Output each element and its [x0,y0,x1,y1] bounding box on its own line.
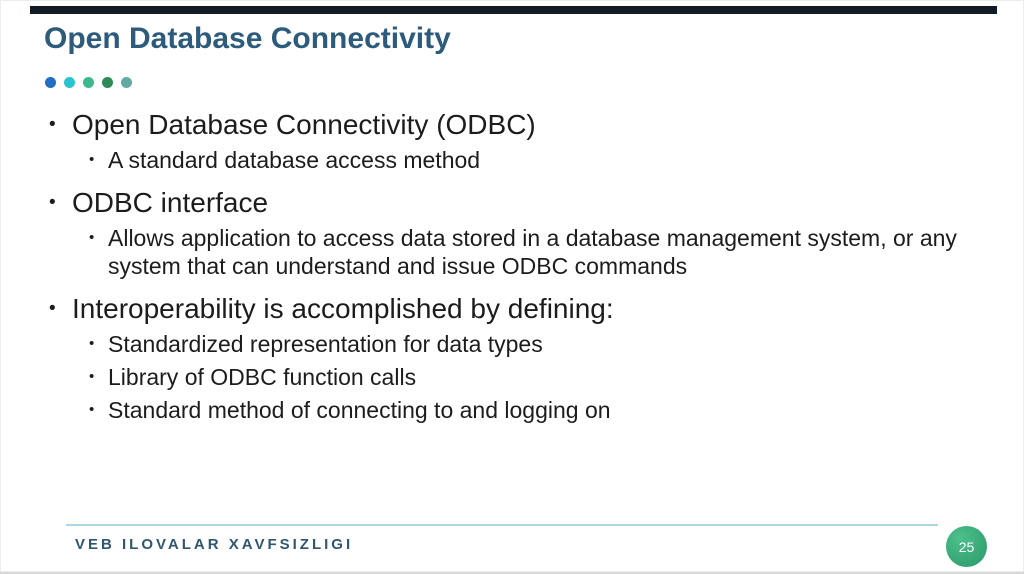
top-accent-bar [30,6,997,14]
bullet-level1: • Open Database Connectivity (ODBC) [44,108,994,142]
bullet-text: A standard database access method [108,147,481,173]
bullet-glyph: • [89,151,95,168]
bullet-glyph: • [89,335,95,352]
bullet-group-odbc: • Open Database Connectivity (ODBC) • A … [44,108,994,174]
footer-title: VEB ILOVALAR XAVFSIZLIGI [75,536,354,553]
bullet-text: Library of ODBC function calls [108,364,417,390]
bullet-text: Standardized representation for data typ… [108,331,543,357]
accent-dot-blue [45,77,56,88]
accent-dot-dark-green [102,77,113,88]
page-number-badge: 25 [946,526,987,567]
footer-divider [66,524,938,526]
bullet-level2: • Allows application to access data stor… [88,224,994,280]
accent-dot-teal-green [83,77,94,88]
bullet-level2: • Standardized representation for data t… [88,330,994,358]
bullet-text: Allows application to access data stored… [108,225,957,279]
bullet-level2: • A standard database access method [88,146,994,174]
bullet-level1: • ODBC interface [44,186,994,220]
bullet-group-interoperability: • Interoperability is accomplished by de… [44,292,994,424]
bullet-level2: • Library of ODBC function calls [88,363,994,391]
bullet-level1: • Interoperability is accomplished by de… [44,292,994,326]
bullet-glyph: • [49,298,56,319]
bullet-text: Interoperability is accomplished by defi… [72,293,614,324]
bullet-glyph: • [89,368,95,385]
bullet-glyph: • [89,229,95,246]
slide-body: • Open Database Connectivity (ODBC) • A … [44,108,994,436]
bullet-text: Open Database Connectivity (ODBC) [72,109,536,140]
bullet-text: ODBC interface [72,187,269,218]
accent-dot-muted-teal [121,77,132,88]
bullet-glyph: • [89,401,95,418]
page-number: 25 [958,538,975,555]
bullet-text: Standard method of connecting to and log… [108,397,611,423]
bullet-glyph: • [49,114,56,135]
bullet-level2: • Standard method of connecting to and l… [88,396,994,424]
accent-dots [45,77,132,88]
accent-dot-turquoise [64,77,75,88]
bullet-group-interface: • ODBC interface • Allows application to… [44,186,994,280]
slide-title: Open Database Connectivity [44,22,451,55]
bullet-glyph: • [49,192,56,213]
